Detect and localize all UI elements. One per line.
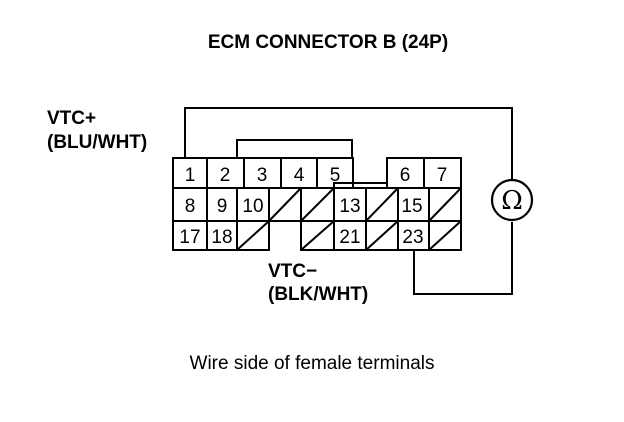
vtc-negative-label: VTC− <box>268 261 317 282</box>
connector-step <box>352 182 388 188</box>
connector-step-left <box>333 182 353 188</box>
pin-1: 1 <box>185 165 196 186</box>
terminal-3 <box>243 157 282 189</box>
pin-2: 2 <box>220 165 231 186</box>
pin-labels: 1 2 3 4 5 6 7 8 9 10 13 15 17 18 21 23 <box>179 165 447 248</box>
vtc-positive-wire-color: (BLU/WHT) <box>47 132 147 153</box>
terminal-21 <box>333 220 367 251</box>
ohmmeter-icon <box>490 178 534 222</box>
terminal-23 <box>397 220 430 251</box>
pin-18: 18 <box>211 227 232 248</box>
pin-8: 8 <box>185 196 196 217</box>
pin-13: 13 <box>339 196 360 217</box>
vtc-negative-wire-color: (BLK/WHT) <box>268 284 368 305</box>
pin-3: 3 <box>257 165 268 186</box>
empty-cavity-marks <box>236 187 462 251</box>
pin-7: 7 <box>437 165 448 186</box>
pin-6: 6 <box>400 165 411 186</box>
pin-17: 17 <box>179 227 200 248</box>
pin-15: 15 <box>401 196 422 217</box>
pin-23: 23 <box>402 227 423 248</box>
ohmmeter-symbol: Ω <box>501 186 523 216</box>
terminal-18 <box>206 220 238 251</box>
connector-body <box>172 157 462 251</box>
vtc-positive-label: VTC+ <box>47 108 96 129</box>
terminal-7 <box>423 157 462 189</box>
pin-21: 21 <box>339 227 360 248</box>
connector-lock-tab <box>236 139 353 158</box>
diagram-title: ECM CONNECTOR B (24P) <box>208 32 448 53</box>
pin-10: 10 <box>242 196 263 217</box>
pin-9: 9 <box>217 196 228 217</box>
test-lead-negative <box>413 222 513 295</box>
pin-5: 5 <box>330 165 341 186</box>
test-lead-positive <box>184 107 513 180</box>
pin-4: 4 <box>294 165 305 186</box>
diagram-caption: Wire side of female terminals <box>190 353 435 374</box>
